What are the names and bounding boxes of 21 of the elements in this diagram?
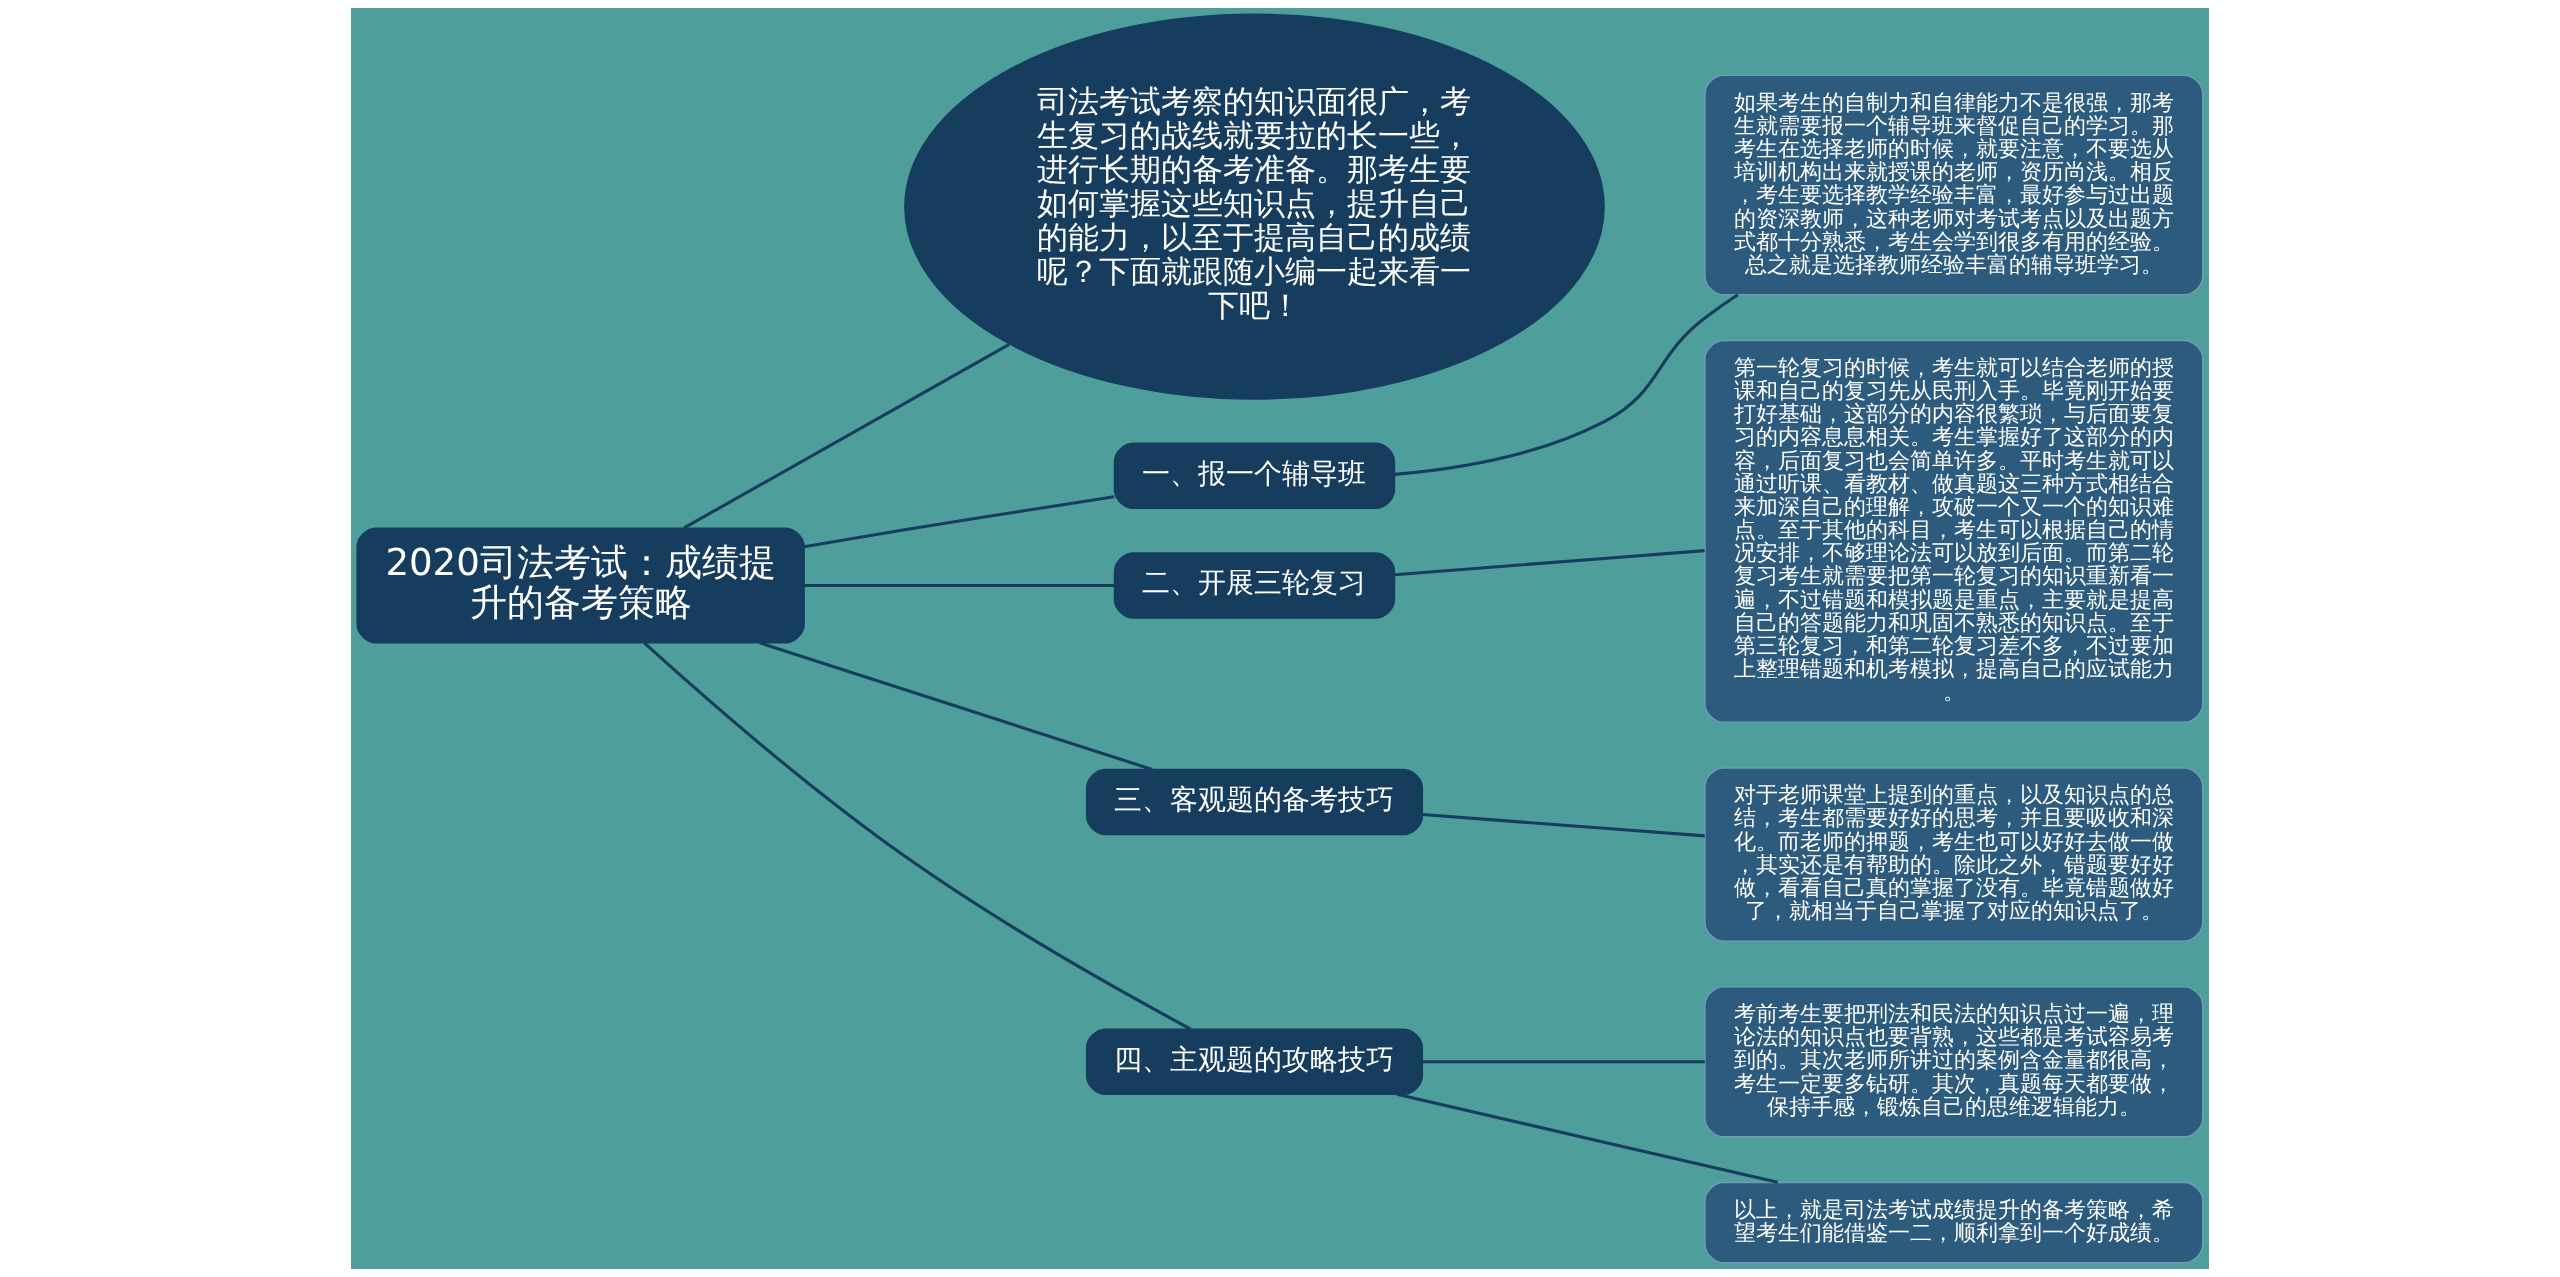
node-box: 一、报一个辅导班 bbox=[1113, 442, 1396, 509]
connector bbox=[683, 342, 1010, 530]
connector bbox=[1396, 1092, 1778, 1184]
node-box: 第一轮复习的时候，考生就可以结合老师的授课和自己的复习先从民刑入手。毕竟刚开始要打好基础，这部分的内容很繁琐，与后面要复习的内容息息相关。考生掌握好了这部分的内容，后面复习也会简单许多。平时考生就可以通过听课、看教材、做真题这三种方式相结合来加深自己的理解，攻破一个又一个的知识难点。至于其他的科目，考生可以根据自己的情况安排，不够理论法可以放到后面。而第二轮复习考生就需要把第一轮复习的知识重新看一遍，不过错题和模拟题是重点，主要就是提高自己的答题能力和巩固不熟悉的知识点。至于第三轮复习，和第二轮复习差不多，不过要加上整理错题和机考模拟，提高自己的应试能力。 bbox=[1704, 339, 2204, 724]
node-box: 对于老师课堂上提到的重点，以及知识点的总结，考生都需要好好的思考，并且要吸收和深化。而老师的押题，考生也可以好好去做一做，其实还是有帮助的。除此之外，错题要好好做，看看自己真的掌握了没有。毕竟错题做好了，就相当于自己掌握了对应的知识点了。 bbox=[1704, 767, 2204, 942]
connector bbox=[804, 583, 1115, 588]
connector bbox=[643, 642, 1192, 1031]
node-box: 如果考生的自制力和自律能力不是很强，那考生就需要报一个辅导班来督促自己的学习。那考生在选择老师的时候，就要注意，不要选从培训机构出来就授课的老师，资历尚浅。相反，考生要选择教学经验丰富，最好参与过出题的资深教师，这种老师对考试考点以及出题方式都十分熟悉，考生会学到很多有用的经验。总之就是选择教师经验丰富的辅导班学习。 bbox=[1704, 74, 2204, 296]
connector bbox=[1422, 813, 1705, 838]
connector bbox=[1422, 1060, 1705, 1064]
node-box: 三、客观题的备考技巧 bbox=[1085, 768, 1424, 836]
connector bbox=[1394, 293, 1739, 476]
node-box: 四、主观题的攻略技巧 bbox=[1085, 1028, 1424, 1095]
node-box: 二、开展三轮复习 bbox=[1113, 552, 1396, 619]
connector bbox=[759, 641, 1153, 771]
node-ellipse: 司法考试考察的知识面很广，考生复习的战线就要拉的长一些，进行长期的备考准备。那考生要如何掌握这些知识点，提升自己的能力，以至于提高自己的成绩呢？下面就跟随小编一起来看一下吧！ bbox=[904, 13, 1605, 400]
connector bbox=[1394, 549, 1705, 577]
node-box: 2020司法考试：成绩提升的备考策略 bbox=[356, 527, 805, 644]
node-box: 考前考生要把刑法和民法的知识点过一遍，理论法的知识点也要背熟，这些都是考试容易考到的。其次老师所讲过的案例含金量都很高，考生一定要多钻研。其次，真题每天都要做，保持手感，锻炼自己的思维逻辑能力。 bbox=[1704, 986, 2204, 1138]
node-box: 以上，就是司法考试成绩提升的备考策略，希望考生们能借鉴一二，顺利拿到一个好成绩。 bbox=[1704, 1181, 2204, 1264]
connector bbox=[803, 495, 1115, 549]
